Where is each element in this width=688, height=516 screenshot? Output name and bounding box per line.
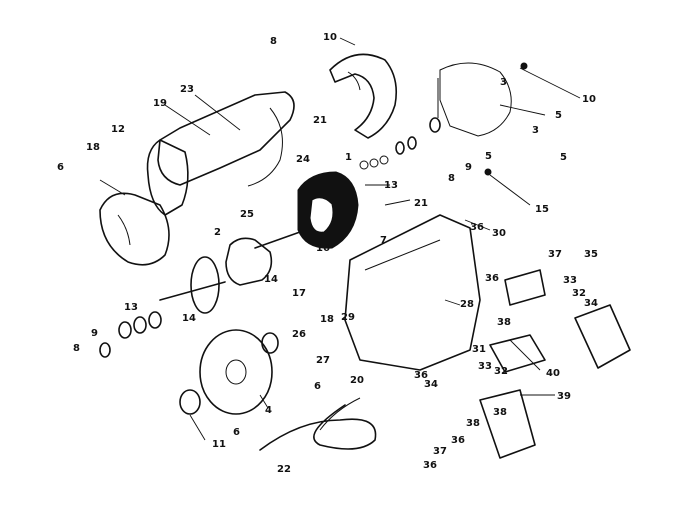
callout-label: 17 bbox=[292, 288, 306, 299]
callout-label: 1 bbox=[345, 152, 352, 163]
wheel-guard-right bbox=[437, 62, 512, 137]
wheel-left bbox=[159, 256, 226, 314]
callout-label: 39 bbox=[557, 391, 571, 402]
callout-label: 36 bbox=[485, 273, 499, 284]
callout-label: 32 bbox=[494, 366, 508, 377]
callout-label: 14 bbox=[264, 274, 278, 285]
callout-label: 22 bbox=[277, 464, 291, 475]
callout-label: 24 bbox=[296, 154, 310, 165]
callout-label: 8 bbox=[270, 36, 277, 47]
flange-small bbox=[179, 332, 279, 415]
tool-rest-parts bbox=[479, 269, 631, 459]
callout-label: 8 bbox=[448, 173, 455, 184]
callout-label: 29 bbox=[341, 312, 355, 323]
power-cord bbox=[259, 397, 377, 451]
callout-label: 38 bbox=[493, 407, 507, 418]
callout-label: 20 bbox=[350, 375, 364, 386]
callout-label: 37 bbox=[433, 446, 447, 457]
callout-label: 14 bbox=[182, 313, 196, 324]
callout-label: 25 bbox=[240, 209, 254, 220]
callout-label: 18 bbox=[86, 142, 100, 153]
callout-label: 8 bbox=[73, 343, 80, 354]
callout-label: 35 bbox=[584, 249, 598, 260]
callout-label: 33 bbox=[563, 275, 577, 286]
callout-label: 15 bbox=[535, 204, 549, 215]
grinding-wheel bbox=[199, 329, 273, 415]
leader-lines bbox=[99, 37, 581, 441]
callout-label: 13 bbox=[384, 180, 398, 191]
callout-label: 23 bbox=[180, 84, 194, 95]
callout-label: 28 bbox=[460, 299, 474, 310]
callout-label: 19 bbox=[153, 98, 167, 109]
callout-label: 31 bbox=[472, 344, 486, 355]
callout-label: 2 bbox=[214, 227, 221, 238]
callout-label: 6 bbox=[314, 381, 321, 392]
wheel-guard-top bbox=[329, 53, 398, 139]
stator bbox=[297, 171, 359, 249]
callout-label: 6 bbox=[233, 427, 240, 438]
callout-label: 9 bbox=[91, 328, 98, 339]
callout-label: 38 bbox=[466, 418, 480, 429]
callout-label: 34 bbox=[584, 298, 598, 309]
callout-label: 10 bbox=[323, 32, 337, 43]
callout-label: 26 bbox=[292, 329, 306, 340]
callout-label: 36 bbox=[470, 222, 484, 233]
callout-label: 40 bbox=[546, 368, 560, 379]
callout-label: 11 bbox=[212, 439, 226, 450]
callout-label: 3 bbox=[500, 77, 507, 88]
base-casting bbox=[344, 214, 481, 371]
callout-label: 27 bbox=[316, 355, 330, 366]
callout-label: 5 bbox=[560, 152, 567, 163]
callout-label: 32 bbox=[572, 288, 586, 299]
callout-label: 21 bbox=[414, 198, 428, 209]
washer-group-top bbox=[359, 62, 528, 176]
motor-housing bbox=[146, 91, 295, 216]
callout-label: 37 bbox=[548, 249, 562, 260]
callout-label: 9 bbox=[465, 162, 472, 173]
callout-label: 13 bbox=[124, 302, 138, 313]
callout-label: 21 bbox=[313, 115, 327, 126]
callout-label: 3 bbox=[532, 125, 539, 136]
callout-label: 36 bbox=[451, 435, 465, 446]
callout-label: 33 bbox=[478, 361, 492, 372]
callout-label: 5 bbox=[555, 110, 562, 121]
callout-label: 36 bbox=[414, 370, 428, 381]
callout-label: 18 bbox=[320, 314, 334, 325]
callout-label: 7 bbox=[380, 235, 387, 246]
wheel-guard-left bbox=[99, 192, 170, 266]
callout-label: 16 bbox=[316, 243, 330, 254]
callout-label: 6 bbox=[57, 162, 64, 173]
callout-label: 38 bbox=[497, 317, 511, 328]
callout-label: 34 bbox=[424, 379, 438, 390]
armature bbox=[225, 231, 301, 286]
callout-label: 5 bbox=[485, 151, 492, 162]
callout-label: 10 bbox=[582, 94, 596, 105]
callout-label: 30 bbox=[492, 228, 506, 239]
callout-label: 4 bbox=[265, 405, 272, 416]
washer-group-left bbox=[99, 311, 162, 358]
callout-label: 36 bbox=[423, 460, 437, 471]
callout-label: 12 bbox=[111, 124, 125, 135]
